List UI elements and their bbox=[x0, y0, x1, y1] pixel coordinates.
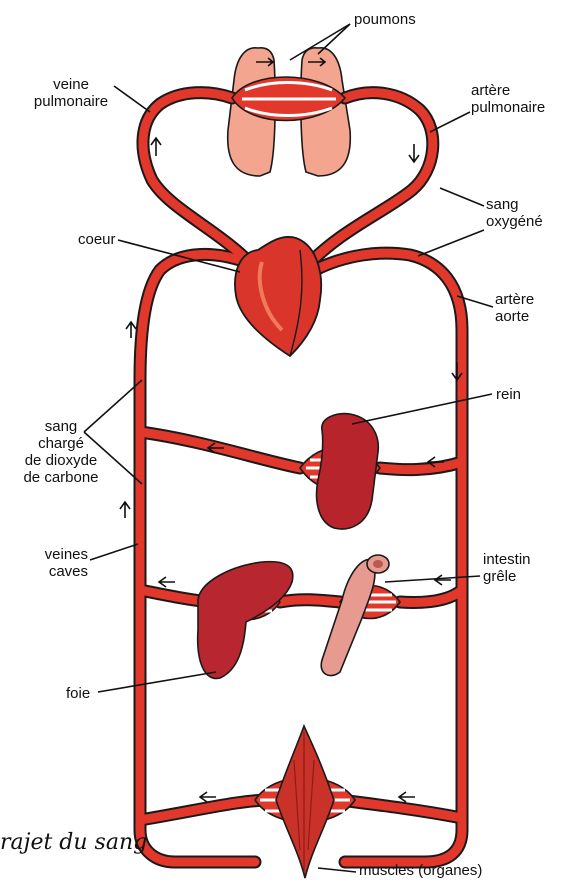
label-sang-oxygene: sang oxygéné bbox=[486, 196, 543, 230]
label-rein: rein bbox=[496, 386, 521, 403]
label-poumons: poumons bbox=[354, 11, 416, 28]
label-intestin-grele: intestin grêle bbox=[483, 551, 531, 585]
caption: rajet du sang bbox=[0, 830, 147, 855]
liver bbox=[198, 562, 293, 679]
label-veines-caves: veines caves bbox=[22, 546, 88, 580]
label-veine-pulmonaire: veine pulmonaire bbox=[22, 76, 120, 110]
label-foie: foie bbox=[66, 685, 90, 702]
label-coeur: coeur bbox=[78, 231, 116, 248]
muscle bbox=[276, 726, 334, 878]
kidney bbox=[317, 414, 379, 529]
heart bbox=[235, 237, 321, 356]
label-artere-pulmonaire: artère pulmonaire bbox=[471, 82, 545, 116]
label-muscles: muscles (organes) bbox=[359, 862, 482, 879]
label-artere-aorte: artère aorte bbox=[495, 291, 534, 325]
label-sang-charge: sang chargé de dioxyde de carbone bbox=[16, 418, 106, 486]
